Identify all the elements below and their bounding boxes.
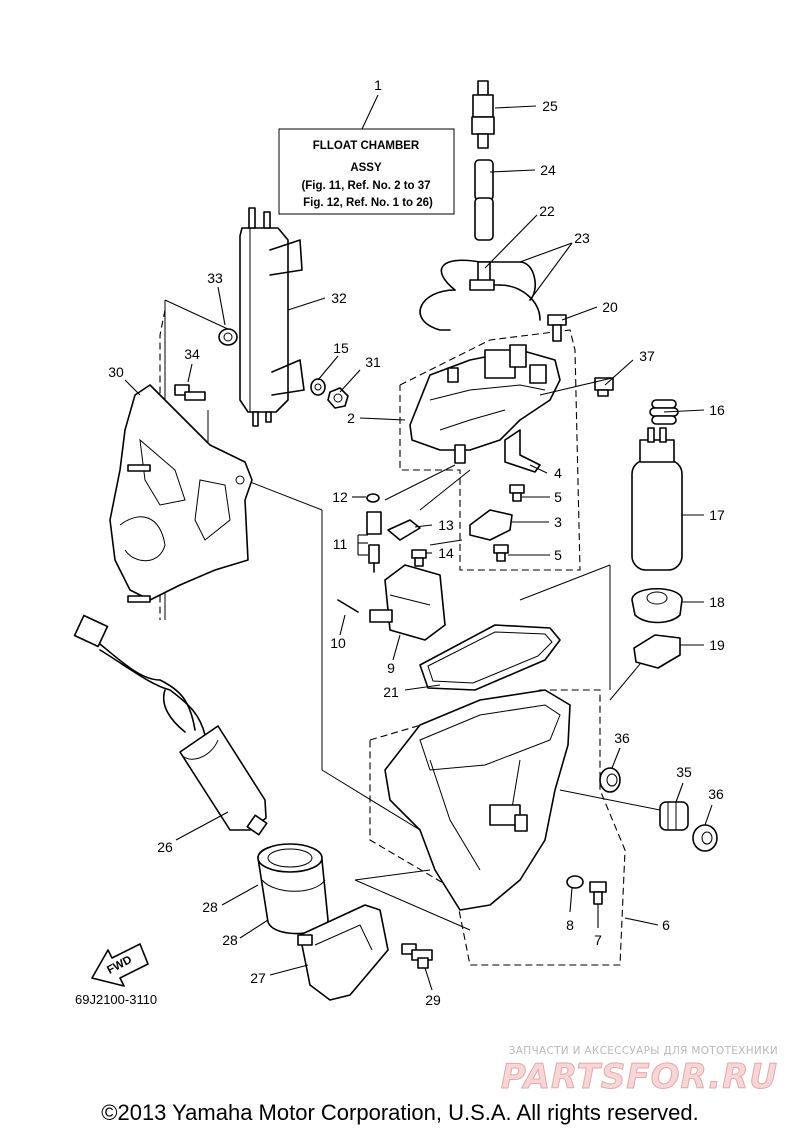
callout-37: 37 (639, 348, 655, 364)
callout-19: 19 (709, 637, 725, 653)
part-36-grommet-a (599, 767, 621, 793)
watermark: ЗАПЧАСТИ И АКСЕССУАРЫ ДЛЯ МОТОТЕХНИКИ PA… (500, 1045, 778, 1098)
part-6-lower-chamber (384, 689, 571, 911)
copyright-notice: ©2013 Yamaha Motor Corporation, U.S.A. A… (101, 1100, 699, 1125)
callout-28a: 28 (202, 899, 218, 915)
watermark-brand: PARTSFOR.RU (501, 1057, 778, 1097)
callout-36b: 36 (708, 786, 724, 802)
callout-5b: 5 (554, 547, 562, 563)
part-18-holder (631, 588, 683, 624)
part-22-23-hoses (419, 259, 541, 331)
callout-5a: 5 (554, 489, 562, 505)
part-36-grommet-b (692, 824, 718, 852)
watermark-tagline: ЗАПЧАСТИ И АКСЕССУАРЫ ДЛЯ МОТОТЕХНИКИ (509, 1045, 778, 1057)
part-5-screw-b (493, 544, 509, 562)
part-20-screw (547, 314, 567, 342)
callout-28b: 28 (222, 932, 238, 948)
part-21-gasket (419, 624, 561, 691)
part-5-screw-a (509, 484, 525, 502)
callout-21: 21 (383, 684, 399, 700)
part-17-fuel-pump (631, 427, 683, 571)
callout-9: 9 (387, 660, 395, 676)
callout-32: 32 (331, 290, 347, 306)
callout-34: 34 (184, 346, 200, 362)
callout-30: 30 (108, 364, 124, 380)
title-line-1: FLLOAT CHAMBER (313, 140, 420, 152)
callout-36a: 36 (614, 730, 630, 746)
part-16-boot (649, 399, 679, 425)
part-19-clip (633, 634, 681, 669)
title-line-3: (Fig. 11, Ref. No. 2 to 37 (301, 180, 430, 192)
part-15-washer (310, 378, 326, 396)
part-7-screw (589, 881, 607, 905)
callout-29: 29 (425, 992, 441, 1008)
callout-14: 14 (438, 545, 454, 561)
part-10-pin (337, 599, 359, 613)
part-25-connector (471, 80, 495, 149)
assembly-outlines (159, 309, 626, 966)
part-12-oring (366, 493, 380, 503)
part-35-damper (659, 801, 689, 831)
part-29-bolt (401, 943, 433, 969)
part-8-washer (566, 875, 584, 889)
callout-22: 22 (539, 203, 555, 219)
part-11-needle-valve (366, 511, 382, 573)
callout-26: 26 (157, 839, 173, 855)
title-line-4: Fig. 12, Ref. No. 1 to 26) (303, 197, 433, 209)
callout-4: 4 (554, 465, 562, 481)
callout-24: 24 (540, 162, 556, 178)
part-26-fuel-pump (73, 614, 268, 836)
callout-20: 20 (602, 299, 618, 315)
callout-11: 11 (333, 536, 348, 552)
callout-35: 35 (676, 764, 692, 780)
part-13-clip (387, 519, 421, 541)
part-33-grommet (218, 328, 238, 346)
callout-8: 8 (566, 917, 574, 933)
callout-27: 27 (250, 970, 266, 986)
part-4-bracket (504, 429, 541, 473)
callout-16: 16 (709, 402, 725, 418)
title-line-2: ASSY (350, 162, 382, 174)
callout-numbers: 25 24 22 23 20 37 32 33 15 31 34 30 2 4 … (108, 98, 725, 1008)
part-28-sleeves (257, 843, 329, 935)
part-31-nut (327, 387, 349, 409)
part-24-hose (474, 159, 494, 241)
callout-6: 6 (662, 917, 670, 933)
callout-1: 1 (374, 77, 382, 93)
part-2-upper-chamber (409, 344, 561, 464)
part-14-screw (411, 549, 427, 567)
callout-7: 7 (594, 932, 602, 948)
callout-33: 33 (207, 270, 223, 286)
part-30-bracket (109, 384, 253, 603)
part-32-separator (239, 207, 305, 427)
diagram-code: 69J2100-3110 (75, 992, 157, 1007)
callout-3: 3 (554, 514, 562, 530)
callout-15: 15 (333, 340, 349, 356)
callout-31: 31 (365, 354, 381, 370)
callout-18: 18 (709, 594, 725, 610)
callout-13: 13 (438, 517, 454, 533)
part-9-float (369, 564, 446, 641)
callout-23: 23 (574, 230, 590, 246)
callout-10: 10 (330, 635, 346, 651)
part-34-bolt (174, 384, 206, 401)
part-3-plate (469, 509, 513, 541)
fwd-arrow-icon: FWD (91, 943, 149, 987)
callout-17: 17 (709, 507, 725, 523)
callout-leaders (124, 105, 713, 991)
callout-2: 2 (347, 410, 355, 426)
callout-12: 12 (332, 489, 348, 505)
part-27-bracket (297, 904, 389, 1001)
callout-25: 25 (542, 98, 558, 114)
float-chamber-assy-label: FLLOAT CHAMBER ASSY (Fig. 11, Ref. No. 2… (278, 77, 455, 215)
